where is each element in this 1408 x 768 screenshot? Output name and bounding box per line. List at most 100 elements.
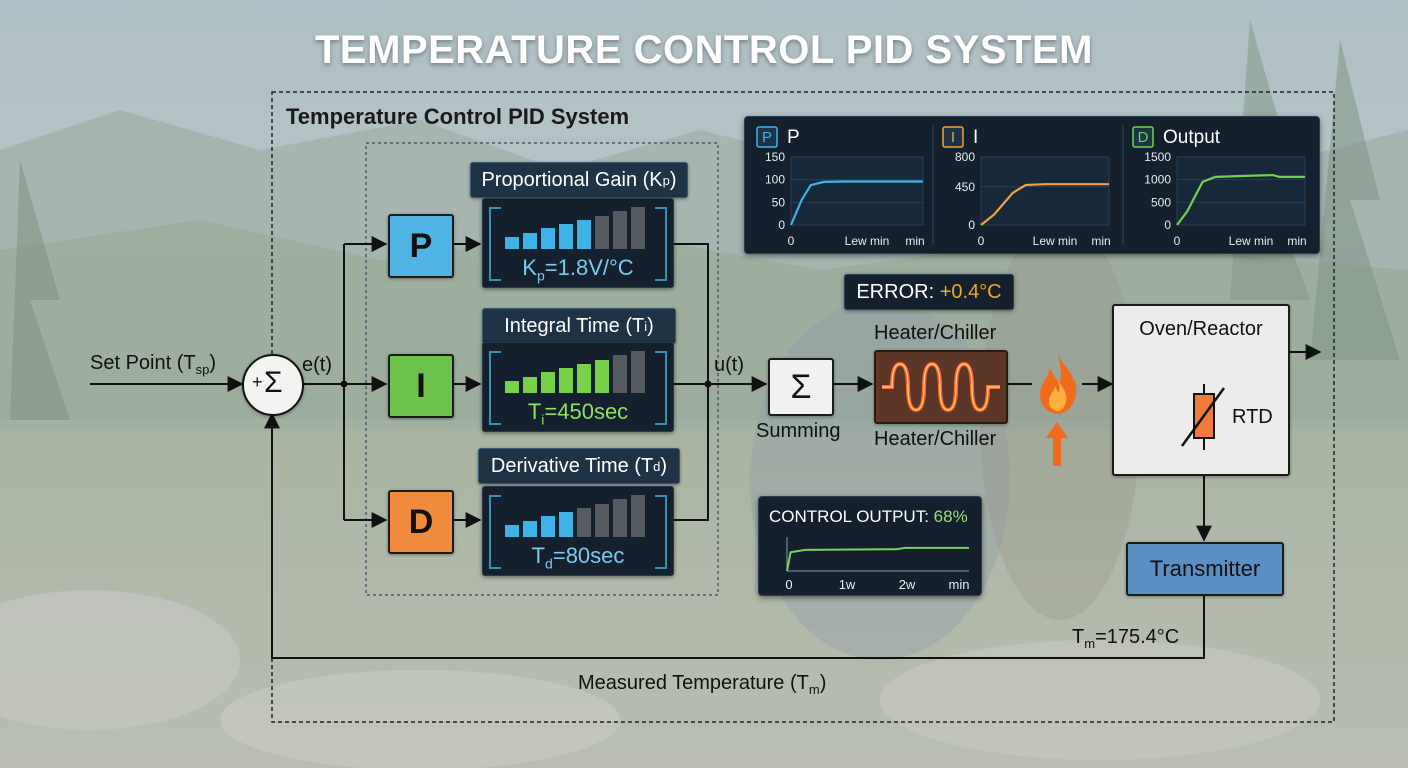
y-tick-label: 150 <box>765 150 785 164</box>
proportional-gain-panel: Kp=1.8V/°C <box>482 198 674 288</box>
control-output-chart: 0 1w 2w min <box>785 537 970 592</box>
control-output-label: CONTROL OUTPUT: <box>769 507 929 526</box>
y-tick-label: 1000 <box>1144 173 1171 187</box>
series-line <box>980 183 1109 226</box>
y-tick-label: 0 <box>968 218 975 232</box>
x-tick-label: 0 <box>1174 234 1181 248</box>
heat-up-arrow-icon <box>1046 422 1068 466</box>
chart-badge-letter: P <box>762 129 772 146</box>
gain-bar-inactive <box>631 351 645 393</box>
gain-bar-active <box>505 524 519 537</box>
control-output-panel: CONTROL OUTPUT: 68% 0 1w 2w min <box>758 496 982 596</box>
gain-bar-active <box>559 368 573 393</box>
heater-top-label: Heater/Chiller <box>874 322 997 344</box>
gain-bar-active <box>505 380 519 393</box>
derivative-time-value: Td=80sec <box>531 543 625 572</box>
transmitter-block: Transmitter <box>1126 542 1284 596</box>
main-title: TEMPERATURE CONTROL PID SYSTEM <box>314 28 1093 72</box>
x-tick-label: Lew min <box>1033 234 1078 248</box>
x-tick-label: min <box>905 234 924 248</box>
gain-bar-inactive <box>613 355 627 393</box>
x-tick-label: min <box>949 577 970 592</box>
frame-title: Temperature Control PID System <box>286 104 630 129</box>
chart-title: P <box>787 127 800 148</box>
gain-bar-active <box>559 512 573 537</box>
chart-badge-letter: D <box>1138 129 1149 146</box>
gain-level-bars <box>505 351 651 393</box>
chart-badge <box>942 126 964 148</box>
chart-title: I <box>973 127 978 148</box>
summing-label: Summing <box>756 420 841 442</box>
y-tick-label: 50 <box>772 195 786 209</box>
x-tick-label: 0 <box>788 234 795 248</box>
control-output-value: 68% <box>933 507 968 526</box>
series-line <box>1176 173 1305 226</box>
plus-sign: + <box>252 372 263 392</box>
error-value: +0.4°C <box>939 280 1002 303</box>
sigma-symbol: Σ <box>264 366 283 399</box>
y-tick-label: 1500 <box>1144 150 1171 164</box>
plot-area <box>1176 156 1306 226</box>
gain-level-bars <box>505 495 651 537</box>
series-line <box>789 180 923 226</box>
integral-time-value: Ti=450sec <box>527 399 629 428</box>
gain-level-bars <box>505 207 651 249</box>
proportional-gain-value: Kp=1.8V/°C <box>522 255 634 284</box>
bracket-right <box>655 495 667 569</box>
bracket-left <box>489 207 501 281</box>
control-output-header: CONTROL OUTPUT: 68% <box>769 507 968 527</box>
plot-area <box>790 156 924 226</box>
chart-title: Output <box>1163 127 1221 148</box>
x-tick-label: 2w <box>899 577 916 592</box>
summing-junction: + Σ <box>242 354 304 416</box>
gain-bar-inactive <box>631 495 645 537</box>
x-tick-label: Lew min <box>845 234 890 248</box>
feedback-line <box>264 412 1205 659</box>
measured-temp-label: Measured Temperature (Tm) <box>578 672 827 697</box>
heater-bottom-label: Heater/Chiller <box>874 428 997 450</box>
y-tick-label: 450 <box>955 180 975 194</box>
y-tick-label: 500 <box>1151 195 1171 209</box>
control-signal-label: u(t) <box>714 354 744 376</box>
bracket-left <box>489 495 501 569</box>
gain-bar-active <box>559 224 573 249</box>
gain-bar-inactive <box>577 507 591 537</box>
heating-coil-icon <box>882 361 1000 413</box>
i-block: I <box>388 354 454 418</box>
integral-time-panel: Ti=450sec <box>482 342 674 432</box>
summing-sigma: Σ <box>790 367 812 406</box>
bracket-right <box>655 207 667 281</box>
gain-bar-active <box>541 228 555 249</box>
error-signal-label: e(t) <box>302 354 332 376</box>
x-tick-label: min <box>1287 234 1306 248</box>
gain-bar-inactive <box>595 503 609 537</box>
gain-bar-active <box>541 516 555 537</box>
gain-bar-active <box>505 236 519 249</box>
control-output-line <box>786 546 969 572</box>
y-tick-label: 100 <box>765 173 785 187</box>
chart-badge <box>1132 126 1154 148</box>
rtd-label: RTD <box>1232 406 1273 428</box>
x-tick-label: 1w <box>839 577 856 592</box>
setpoint-label: Set Point (Tsp) <box>90 352 217 377</box>
gain-bar-active <box>523 520 537 537</box>
x-tick-label: Lew min <box>1229 234 1274 248</box>
y-tick-label: 0 <box>1164 218 1171 232</box>
y-tick-label: 800 <box>955 150 975 164</box>
oven-reactor-title: Oven/Reactor <box>1139 318 1263 340</box>
y-tick-label: 0 <box>778 218 785 232</box>
heater-element <box>874 350 1008 424</box>
x-tick-label: 0 <box>785 577 792 592</box>
gain-bar-inactive <box>631 207 645 249</box>
gain-bar-active <box>595 359 609 393</box>
bracket-left <box>489 351 501 425</box>
gain-bar-active <box>523 376 537 393</box>
error-label: ERROR: <box>856 280 935 303</box>
x-tick-label: min <box>1091 234 1110 248</box>
chart-badge-letter: I <box>951 129 955 146</box>
